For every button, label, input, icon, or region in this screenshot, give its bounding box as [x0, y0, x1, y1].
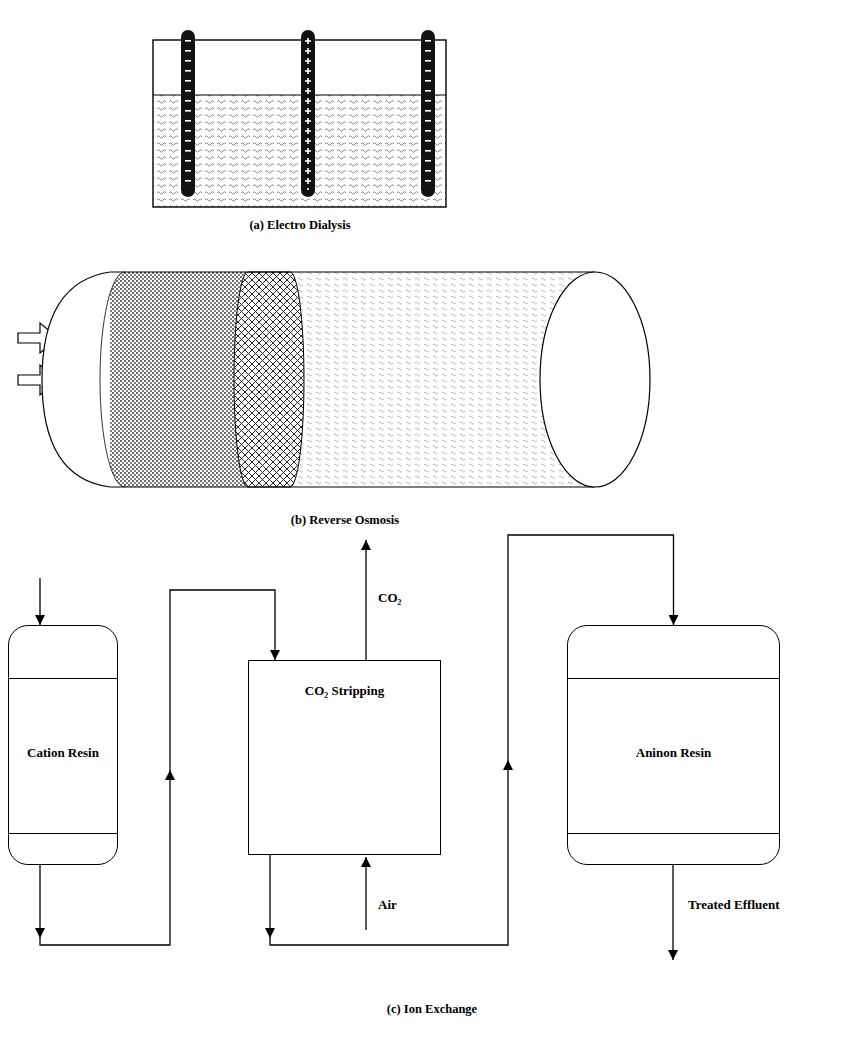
- gas-outlet-arrow: [365, 540, 366, 660]
- feed-boundary: [100, 272, 125, 487]
- node-label: Aninon Resin: [636, 745, 712, 761]
- figure-caption: (a) Electro Dialysis: [247, 218, 352, 233]
- cylinder-wall: [110, 271, 595, 272]
- figure-caption: (b) Reverse Osmosis: [289, 513, 401, 528]
- water-surface: [153, 95, 446, 96]
- node-label: Cation Resin: [27, 745, 99, 761]
- air-inlet-arrow: [365, 857, 366, 930]
- resin-vessel: Aninon Resin: [567, 625, 780, 865]
- membrane: [234, 272, 304, 487]
- node-text-block: CO₂ Stripping: [249, 683, 440, 699]
- flow-arrowhead: [165, 770, 175, 780]
- negative-signs: [421, 36, 435, 190]
- resin-vessel: Cation Resin: [8, 625, 118, 865]
- feed-arrow: [39, 578, 40, 625]
- membrane-ground: [234, 272, 304, 487]
- permeate-region: [290, 272, 650, 487]
- flow-arrowhead: [503, 760, 513, 770]
- node-text-block: Aninon Resin: [568, 682, 779, 824]
- resin-bed-line: [9, 678, 117, 679]
- cathode-electrode: [421, 30, 435, 197]
- stream-label: Treated Effluent: [686, 897, 782, 913]
- positive-signs: [301, 36, 315, 190]
- node-label: CO₂ Stripping: [305, 683, 384, 699]
- anode-electrode: [301, 30, 315, 197]
- flow-arrowhead: [35, 928, 45, 938]
- electrolyte: [153, 95, 446, 207]
- figure-caption: (c) Ion Exchange: [385, 1002, 479, 1017]
- stream-label: CO₂: [376, 590, 403, 606]
- resin-bed-line: [568, 833, 779, 834]
- negative-signs: [181, 36, 195, 190]
- node-text-block: Cation Resin: [9, 682, 117, 824]
- cylinder-wall: [110, 486, 595, 487]
- flow-arrowhead: [265, 928, 275, 938]
- cathode-electrode: [181, 30, 195, 197]
- cylinder-end: [540, 272, 650, 487]
- stripping-tower: CO₂ Stripping: [248, 660, 441, 855]
- effluent-arrow: [672, 865, 673, 960]
- feed-region: [100, 272, 248, 487]
- resin-bed-line: [568, 678, 779, 679]
- tank: [153, 40, 446, 207]
- resin-bed-line: [9, 833, 117, 834]
- stream-label: Air: [376, 897, 399, 913]
